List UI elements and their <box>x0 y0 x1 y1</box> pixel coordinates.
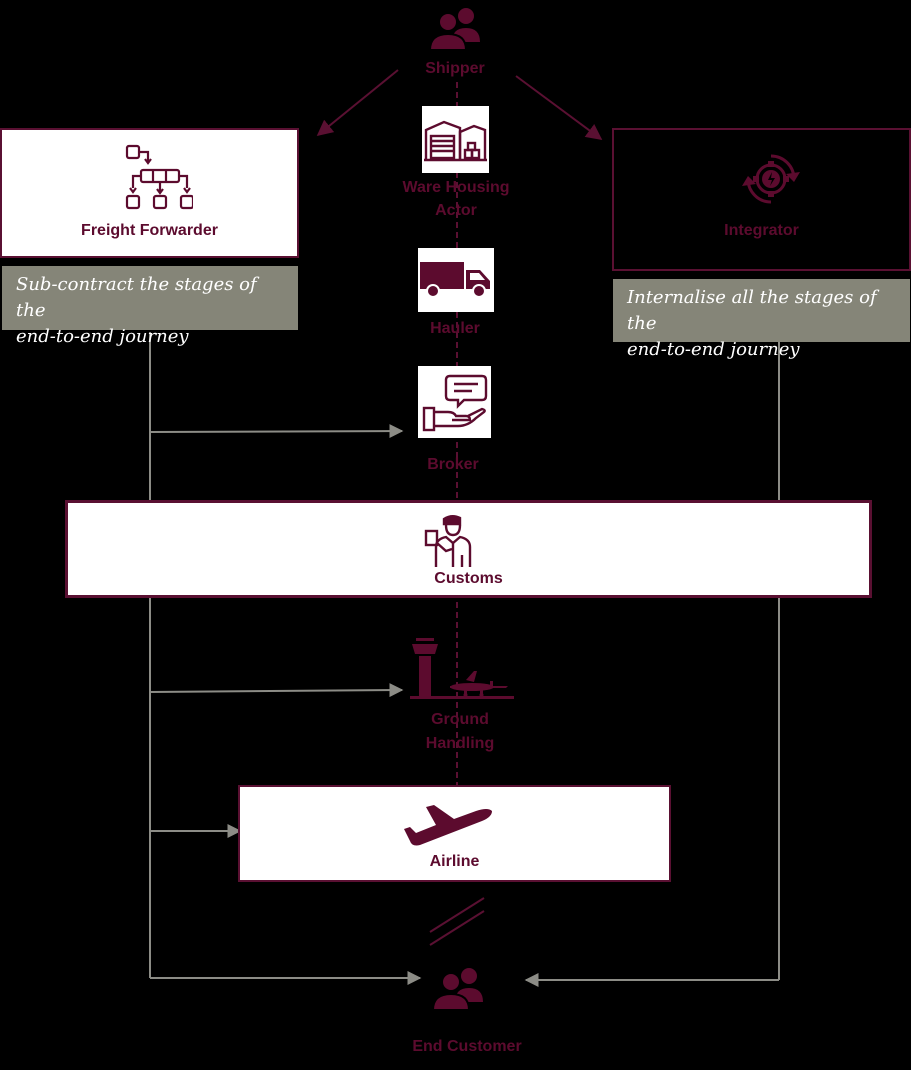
integrator-note-line-2: end-to-end journey <box>627 339 800 360</box>
warehousing-label-line-2: Actor <box>435 202 477 219</box>
end-customer-label: End Customer <box>412 1038 522 1055</box>
people-icon <box>428 8 480 51</box>
ground-handling-label-line-1: Ground <box>431 711 489 728</box>
arrow-forwarder-to-ground-handling <box>149 683 404 698</box>
freight-forwarder-box: Freight Forwarder <box>0 128 299 258</box>
airline-box: Airline <box>238 785 671 882</box>
integrator-title: Integrator <box>724 222 799 239</box>
break-slash-2 <box>429 910 485 946</box>
forwarder-note-line-2: end-to-end journey <box>16 326 189 347</box>
gear-cycle-icon <box>742 154 800 204</box>
break-slash-1 <box>429 897 485 933</box>
warehouse-icon <box>424 120 487 162</box>
integrator-box: Integrator <box>612 128 911 271</box>
customs-box: Customs <box>65 500 872 598</box>
airline-title: Airline <box>429 853 480 870</box>
arrow-forwarder-to-broker <box>149 424 404 439</box>
hauler-tile <box>418 248 494 312</box>
hand-speech-icon <box>422 374 488 432</box>
shipper-label: Shipper <box>425 60 485 77</box>
hauler-label: Hauler <box>430 320 480 337</box>
officer-icon <box>424 515 472 567</box>
ground-handling-label-line-2: Handling <box>425 735 495 752</box>
warehouse-tile <box>422 106 489 173</box>
arrow-shipper-to-forwarder <box>316 69 399 137</box>
forwarder-note: Sub-contract the stages of the end-to-en… <box>2 266 298 347</box>
freight-forwarder-title: Freight Forwarder <box>81 222 218 239</box>
warehousing-label-line-1: Ware Housing <box>402 179 510 196</box>
people-icon <box>431 968 483 1011</box>
airplane-icon <box>404 805 492 846</box>
arrow-shipper-to-integrator <box>515 75 603 140</box>
customs-title: Customs <box>434 570 503 587</box>
forwarder-note-line-1: Sub-contract the stages of the <box>16 274 257 321</box>
org-chart-icon <box>125 144 193 210</box>
broker-label: Broker <box>427 456 479 473</box>
integrator-note: Internalise all the stages of the end-to… <box>613 279 910 360</box>
integrator-note-line-1: Internalise all the stages of the <box>627 287 877 334</box>
broker-tile <box>418 366 491 438</box>
control-tower-icon <box>410 638 514 699</box>
truck-icon <box>420 262 490 298</box>
